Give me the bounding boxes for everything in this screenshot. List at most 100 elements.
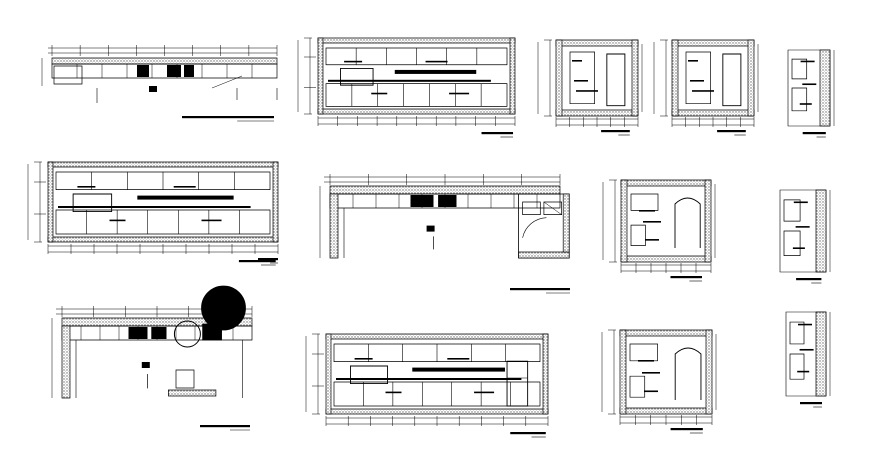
solid-block bbox=[58, 206, 251, 208]
solid-block bbox=[200, 425, 250, 428]
solid-block bbox=[793, 201, 808, 204]
line bbox=[212, 76, 242, 88]
solid-block bbox=[184, 65, 194, 77]
wall-hatch bbox=[820, 50, 830, 126]
solid-block bbox=[799, 103, 812, 105]
wall-hatch bbox=[48, 162, 278, 167]
detail-mid-far-right bbox=[780, 190, 830, 283]
rect bbox=[630, 376, 645, 397]
solid-block bbox=[371, 92, 388, 95]
rect bbox=[507, 361, 528, 406]
wall-hatch bbox=[556, 110, 638, 116]
section-top-2 bbox=[538, 40, 642, 135]
rect bbox=[631, 194, 658, 210]
solid-block bbox=[141, 362, 150, 368]
solid-block bbox=[690, 80, 704, 82]
wall-hatch bbox=[816, 312, 826, 396]
solid-block bbox=[258, 258, 278, 261]
wall-hatch bbox=[48, 237, 278, 242]
wall-hatch bbox=[563, 194, 569, 252]
wall-hatch bbox=[510, 38, 515, 114]
title-bars-extra bbox=[200, 258, 570, 430]
solid-block bbox=[798, 323, 812, 326]
wall-hatch bbox=[556, 40, 562, 116]
wall-hatch bbox=[672, 40, 754, 46]
solid-block bbox=[474, 391, 495, 394]
wall-hatch bbox=[48, 162, 53, 242]
detail-bottom-far-right bbox=[786, 312, 830, 407]
solid-block bbox=[137, 195, 234, 200]
solid-block bbox=[670, 428, 703, 431]
solid-block bbox=[797, 370, 810, 373]
rect bbox=[340, 68, 373, 85]
solid-block bbox=[410, 195, 434, 207]
wall-hatch bbox=[816, 190, 826, 272]
rect bbox=[52, 64, 277, 78]
wall-hatch bbox=[672, 110, 754, 116]
wall-hatch bbox=[706, 330, 712, 414]
wall-hatch bbox=[318, 38, 515, 43]
rect bbox=[56, 210, 270, 234]
solid-block bbox=[167, 65, 181, 77]
wall-hatch bbox=[672, 40, 678, 116]
wall-hatch bbox=[748, 40, 754, 116]
solid-block bbox=[438, 195, 457, 207]
solid-block bbox=[692, 90, 714, 92]
rect bbox=[784, 231, 800, 256]
solid-block bbox=[601, 130, 630, 133]
wall-hatch bbox=[620, 330, 712, 336]
wall-hatch bbox=[330, 194, 338, 258]
solid-block bbox=[137, 65, 149, 77]
solid-block bbox=[717, 130, 746, 133]
solid-block bbox=[449, 92, 470, 95]
rect bbox=[54, 66, 82, 84]
solid-block bbox=[510, 288, 570, 291]
rect bbox=[631, 225, 645, 246]
solid-block bbox=[203, 324, 222, 340]
solid-block bbox=[328, 79, 491, 82]
wall-hatch bbox=[519, 252, 570, 258]
solid-block bbox=[238, 260, 276, 263]
rect bbox=[723, 54, 741, 106]
rect bbox=[792, 88, 807, 111]
solid-block bbox=[800, 402, 822, 405]
wall-hatch bbox=[330, 186, 560, 194]
wall-hatch bbox=[543, 334, 548, 414]
solid-block bbox=[425, 60, 448, 63]
arch-opening bbox=[675, 348, 701, 400]
solid-block bbox=[574, 80, 588, 82]
wall-hatch bbox=[52, 58, 277, 64]
rect bbox=[73, 194, 112, 212]
solid-block bbox=[639, 210, 655, 212]
solid-block bbox=[182, 116, 274, 119]
rect bbox=[607, 54, 625, 106]
solid-block bbox=[149, 86, 157, 92]
rect bbox=[350, 366, 387, 384]
section-bottom-right bbox=[602, 330, 716, 433]
wall-hatch bbox=[168, 390, 216, 396]
section-mid-right bbox=[603, 180, 715, 281]
solid-block bbox=[173, 186, 196, 188]
rect bbox=[523, 202, 541, 215]
rect bbox=[544, 202, 562, 215]
wall-hatch bbox=[326, 409, 548, 414]
rect bbox=[176, 370, 194, 388]
rect bbox=[790, 354, 804, 379]
solid-block bbox=[385, 391, 402, 394]
solid-block bbox=[799, 348, 814, 351]
wall-hatch bbox=[273, 162, 278, 242]
plan-mid-center bbox=[320, 174, 569, 258]
wall-hatch bbox=[62, 326, 70, 398]
wall-hatch bbox=[621, 180, 627, 262]
door-swing bbox=[523, 218, 547, 238]
solid-block bbox=[128, 327, 148, 339]
rect bbox=[686, 52, 711, 104]
wall-hatch bbox=[318, 38, 323, 114]
wall-hatch bbox=[632, 40, 638, 116]
solid-block bbox=[688, 60, 698, 62]
solid-block bbox=[572, 60, 582, 62]
elevation-top-1 bbox=[298, 38, 515, 137]
solid-block bbox=[796, 278, 822, 281]
solid-block bbox=[151, 327, 167, 339]
wall-hatch bbox=[621, 256, 711, 262]
